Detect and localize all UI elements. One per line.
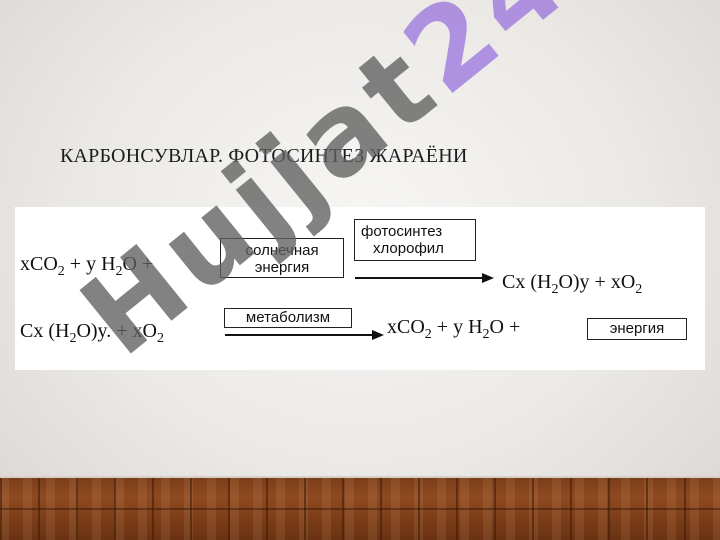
chlorophyll-label: хлорофил [373, 240, 444, 257]
row2-products: xCO2 + y H2O + [387, 316, 520, 343]
row1-water: + y H [64, 253, 116, 275]
energy-output-box: энергия [587, 318, 687, 340]
row2-co2: xCO [387, 316, 425, 338]
row1-water-end: O + [122, 253, 154, 275]
solar-energy-line2: энергия [254, 259, 310, 276]
row1-reaction-arrow [355, 273, 494, 283]
row1-oxygen-sub: 2 [635, 282, 643, 297]
row1-co2-sub: 2 [57, 264, 65, 279]
row2-water-sub: 2 [482, 327, 490, 342]
solar-energy-line1: солнечная [245, 242, 319, 259]
slide-title: КАРБОНСУВЛАР. ФОТОСИНТЕЗ ЖАРАЁНИ [60, 145, 468, 167]
row2-oxygen-sub: 2 [157, 331, 164, 346]
metabolism-label: метаболизм [245, 309, 331, 326]
row1-oxygen: O)y + xO [558, 271, 636, 293]
row2-water-end: O + [489, 316, 521, 338]
solar-energy-box: солнечная энергия [220, 238, 344, 278]
row1-carbohydrate: Cx (H [502, 271, 552, 293]
row1-carbohydrate-sub: 2 [551, 282, 559, 297]
row2-oxygen: . + xO [106, 320, 157, 342]
row1-water-sub: 2 [115, 264, 123, 279]
row1-reactants: xCO2 + y H2O + [20, 253, 153, 280]
wooden-floor-decoration [0, 476, 720, 540]
row2-carbohydrate-end: O)y [76, 320, 107, 342]
photosynthesis-label: фотосинтез [361, 223, 443, 240]
row1-co2: xCO [20, 253, 58, 275]
row1-products: Cx (H2O)y + xO2 [502, 271, 642, 298]
row2-carbohydrate-sub: 2 [69, 331, 77, 346]
energy-output-label: энергия [609, 320, 665, 337]
row2-carbohydrate: Cx (H [20, 320, 70, 342]
row2-reaction-arrow [225, 330, 384, 340]
row2-water: + y H [431, 316, 483, 338]
photosynthesis-chlorophyll-box: фотосинтез хлорофил [354, 219, 476, 261]
row2-reactants: Cx (H2O)y. + xO2 [20, 320, 164, 347]
metabolism-box: метаболизм [224, 308, 352, 328]
row2-co2-sub: 2 [424, 327, 432, 342]
photosynthesis-equation-panel: xCO2 + y H2O + солнечная энергия фотосин… [15, 207, 705, 370]
